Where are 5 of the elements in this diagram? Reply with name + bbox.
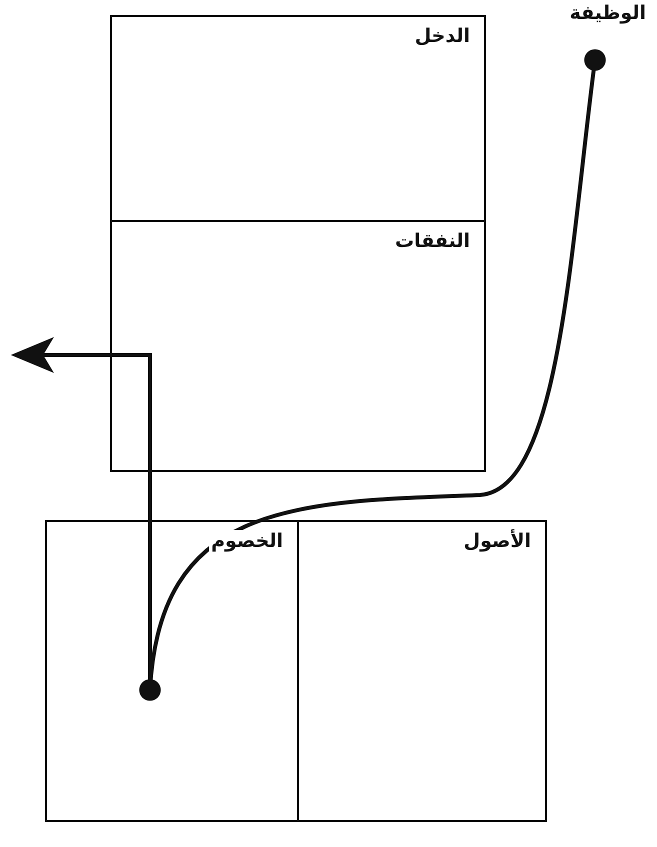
section-box [45, 520, 299, 822]
section-box [297, 520, 547, 822]
connector-line [139, 49, 606, 701]
section-box [110, 15, 486, 222]
section-box [110, 220, 486, 472]
